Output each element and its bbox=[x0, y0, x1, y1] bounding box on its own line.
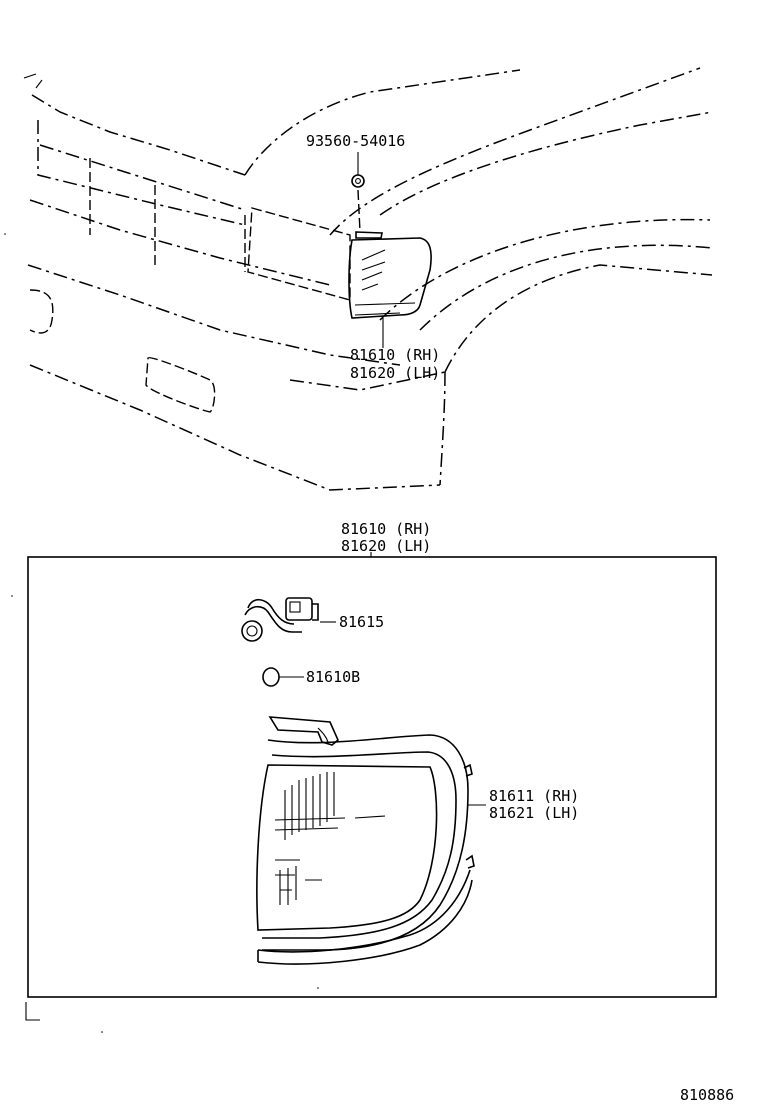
scan-marks bbox=[4, 233, 319, 1033]
vehicle-front-outline bbox=[23, 67, 713, 491]
bolt-icon bbox=[351, 152, 365, 233]
detail-header-lh: 81620 (LH) bbox=[341, 537, 432, 555]
bolt-part-label: 93560-54016 bbox=[306, 132, 406, 150]
detail-frame bbox=[25, 552, 717, 1021]
corner-lamp-overview bbox=[348, 231, 432, 319]
lens-lh-label: 81621 (LH) bbox=[489, 804, 580, 822]
gasket-icon bbox=[262, 667, 304, 687]
bulb-socket-icon bbox=[241, 597, 336, 642]
socket-part-label: 81615 bbox=[339, 613, 385, 631]
detail-header-rh: 81610 (RH) bbox=[341, 520, 432, 538]
lens-assembly bbox=[256, 716, 486, 965]
lamp-rh-label: 81610 (RH) bbox=[350, 346, 441, 364]
lamp-lh-label: 81620 (LH) bbox=[350, 364, 441, 382]
lens-rh-label: 81611 (RH) bbox=[489, 787, 580, 805]
figure-number: 810886 bbox=[680, 1086, 735, 1104]
gasket-part-label: 81610B bbox=[306, 668, 361, 686]
